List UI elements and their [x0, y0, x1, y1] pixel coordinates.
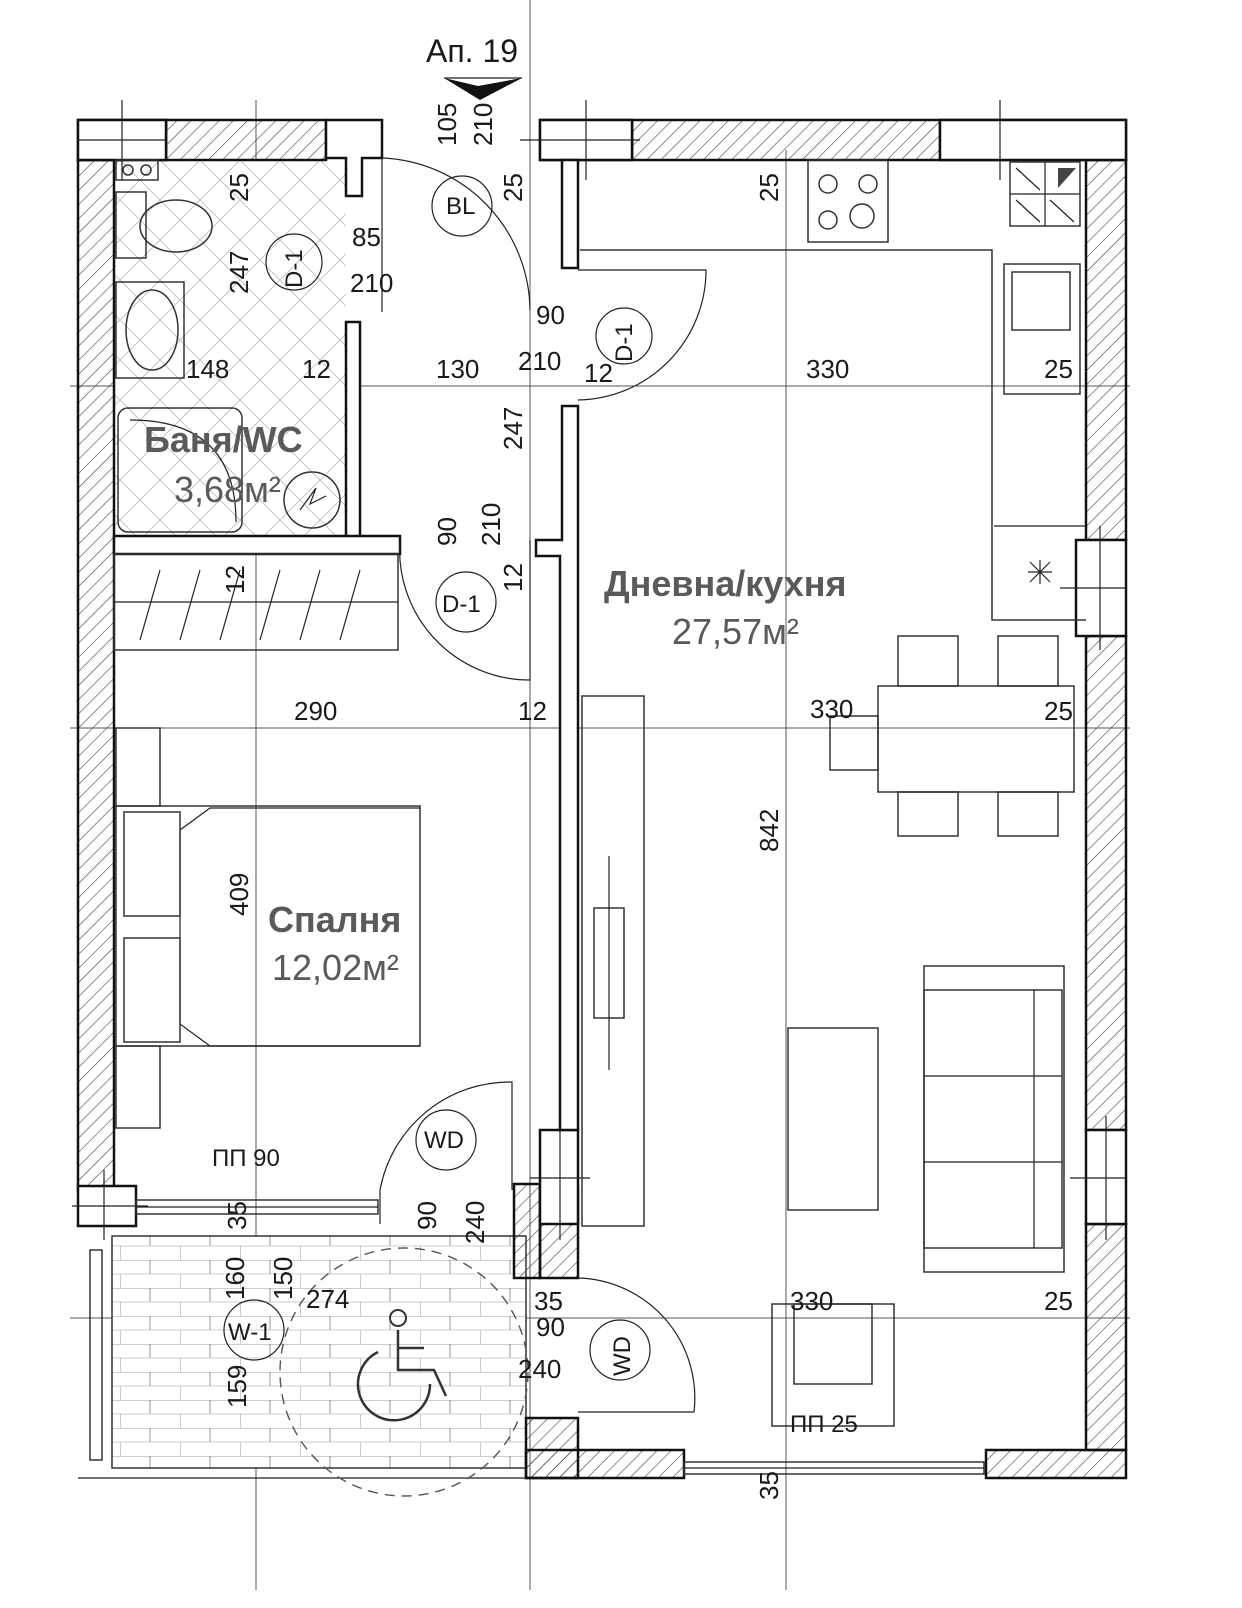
door-swings: [379, 157, 707, 1413]
dim-160: 160: [220, 1257, 250, 1300]
wd-tag-bedroom: WD: [424, 1127, 464, 1154]
dim-159: 159: [222, 1365, 252, 1408]
dim-35-b: 35: [534, 1286, 563, 1316]
dim-240-b: 240: [518, 1354, 561, 1384]
bathroom-floor: [114, 160, 346, 540]
door-tag-bath: D-1: [281, 249, 308, 288]
living-name: Дневна/кухня: [604, 563, 847, 604]
bathroom-area: 3,68м²: [174, 469, 281, 510]
dim-90-c: 90: [536, 1312, 565, 1342]
wheelchair-icon: [279, 1247, 529, 1497]
dim-210-c: 210: [476, 503, 506, 546]
window-tag: W-1: [228, 1319, 272, 1346]
dining-table: [829, 635, 1075, 837]
bedroom-name: Спалня: [268, 899, 401, 940]
interior-walls: [112, 118, 580, 1132]
bathroom-name: Баня/WC: [144, 419, 303, 460]
dim-330-a: 330: [806, 354, 849, 384]
dim-12-hall-b: 12: [498, 563, 528, 592]
dim-105: 105: [432, 103, 462, 146]
tv-unit: [581, 695, 645, 1227]
dim-25-top-c: 25: [754, 173, 784, 202]
balcony-floor: [111, 1235, 527, 1469]
door-tag-entry: D-1: [611, 323, 638, 362]
dim-210-b: 210: [518, 346, 561, 376]
armchair: [771, 1303, 895, 1427]
living-area: 27,57м²: [672, 611, 799, 652]
sofa: [787, 965, 1065, 1273]
dim-148: 148: [186, 354, 229, 384]
bl-tag: BL: [446, 193, 475, 220]
dim-25-top-b: 25: [498, 173, 528, 202]
tag-circles: [223, 175, 653, 1381]
bedroom-area: 12,02м²: [272, 947, 399, 988]
dim-12-hall-a: 12: [220, 565, 250, 594]
bed: [115, 727, 421, 1129]
dim-25-c: 25: [1044, 1286, 1073, 1316]
entry-arrow-icon: [444, 77, 522, 100]
dim-330-c: 330: [790, 1286, 833, 1316]
dim-25-b: 25: [1044, 696, 1073, 726]
dim-150: 150: [268, 1257, 298, 1300]
dim-409: 409: [224, 873, 254, 916]
kitchen: [580, 159, 1086, 621]
dim-842: 842: [754, 809, 784, 852]
wardrobe: [113, 553, 399, 651]
sill-tag-living: ПП 25: [790, 1411, 858, 1438]
columns: [72, 100, 1128, 1240]
door-tag-bedroom: D-1: [442, 591, 481, 618]
dim-247-hall: 247: [498, 407, 528, 450]
dim-247-bath: 247: [224, 251, 254, 294]
dim-290: 290: [294, 696, 337, 726]
dim-12-a: 12: [302, 354, 331, 384]
dim-90-b: 90: [432, 517, 462, 546]
dim-85: 85: [352, 222, 381, 252]
wd-tag-living: WD: [609, 1336, 636, 1376]
dim-12-c: 12: [518, 696, 547, 726]
dim-25-top-a: 25: [224, 173, 254, 202]
dim-90-a: 90: [536, 300, 565, 330]
dim-210-a: 210: [350, 268, 393, 298]
dim-330-b: 330: [810, 694, 853, 724]
apartment-label: Ап. 19: [426, 33, 518, 69]
windows: [78, 1199, 985, 1479]
bathroom-fixtures: [115, 159, 341, 533]
dim-90-bal: 90: [412, 1201, 442, 1230]
dim-274: 274: [306, 1284, 349, 1314]
dim-35-bottom: 35: [754, 1471, 784, 1500]
dim-25-a: 25: [1044, 354, 1073, 384]
dim-130: 130: [436, 354, 479, 384]
dim-12-b: 12: [584, 358, 613, 388]
dim-35-a: 35: [222, 1201, 252, 1230]
dim-210-entry: 210: [468, 103, 498, 146]
dim-240-a: 240: [460, 1201, 490, 1244]
sill-tag-bedroom: ПП 90: [212, 1145, 280, 1172]
